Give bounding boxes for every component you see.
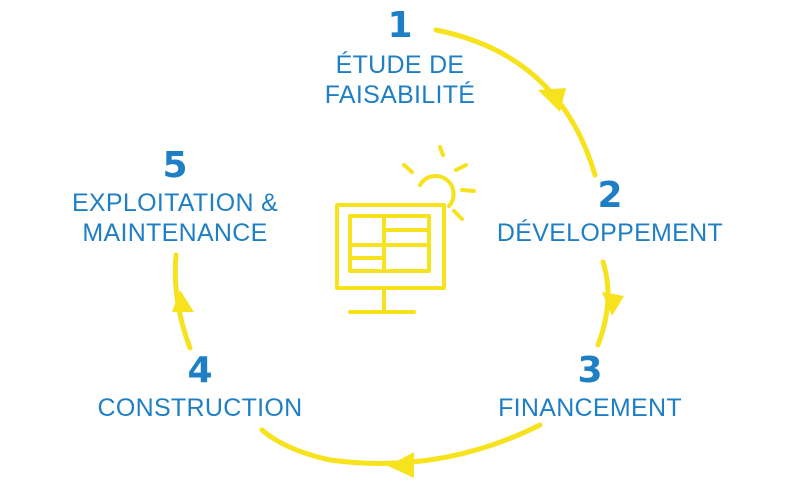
step-number: 1 [387,5,413,46]
arrowhead-1 [538,88,566,112]
cycle-arcs [172,27,611,466]
solar-panel-icon [335,145,476,314]
step-label-line: MAINTENANCE [82,219,268,247]
step-label: DÉVELOPPEMENT [480,218,740,248]
step-label: CONSTRUCTION [80,393,320,423]
step-4: 4 CONSTRUCTION [80,353,320,423]
step-number: 2 [597,175,623,216]
step-1: 1 ÉTUDE DE FAISABILITÉ [300,8,500,110]
step-label: EXPLOITATION & MAINTENANCE [55,188,295,248]
step-2: 2 DÉVELOPPEMENT [480,178,740,248]
step-label-line: EXPLOITATION & [71,189,279,217]
step-number: 4 [187,350,213,391]
step-number: 5 [162,145,188,186]
cycle-arrowheads [172,88,624,478]
step-3: 3 FINANCEMENT [480,353,700,423]
arrowhead-2 [602,292,624,316]
step-5: 5 EXPLOITATION & MAINTENANCE [55,148,295,248]
step-label-line: FINANCEMENT [498,394,682,422]
step-label-line: CONSTRUCTION [97,394,303,422]
arrowhead-4 [172,290,194,312]
step-number: 3 [577,350,603,391]
arc-2-to-3 [595,259,611,348]
step-label-line: DÉVELOPPEMENT [496,219,724,247]
arc-3-to-4 [259,422,543,466]
step-label: ÉTUDE DE FAISABILITÉ [300,50,500,110]
step-label-line: ÉTUDE DE [335,51,465,79]
arrowhead-3 [388,452,414,478]
step-label-line: FAISABILITÉ [324,81,476,109]
arc-1-to-2 [433,27,598,178]
step-label: FINANCEMENT [480,393,700,423]
